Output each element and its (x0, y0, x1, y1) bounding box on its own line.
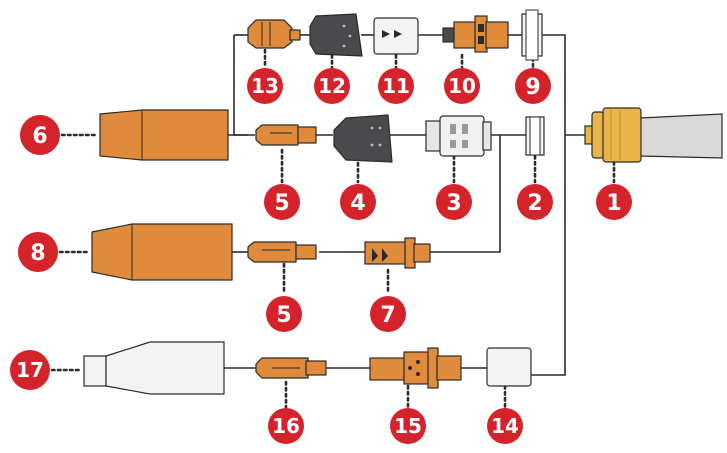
badge-15-label: 15 (394, 414, 422, 438)
badge-15: 15 (390, 408, 426, 444)
badge-2-label: 2 (527, 191, 542, 216)
badge-11-label: 11 (382, 74, 410, 98)
badge-6-label: 6 (32, 124, 47, 149)
badge-13: 13 (247, 68, 283, 104)
badge-5b-label: 5 (276, 303, 291, 328)
part-15-copper-long-holder (369, 347, 462, 389)
badge-12-label: 12 (318, 74, 346, 98)
badge-5b: 5 (266, 296, 302, 332)
badge-7: 7 (370, 296, 406, 332)
badge-2: 2 (517, 184, 553, 220)
badge-4: 4 (340, 184, 376, 220)
badge-9-label: 9 (525, 75, 540, 100)
badge-5a-label: 5 (274, 191, 289, 216)
connector-lines (224, 34, 585, 376)
part-12-black-nozzle-insert (309, 13, 363, 57)
badge-3-label: 3 (446, 191, 461, 216)
part-5-copper-contact-tip (255, 124, 317, 146)
trunk-line (531, 34, 566, 376)
part-14-white-insulating-ring (486, 347, 532, 387)
part-8-copper-nozzle-wide (91, 223, 233, 281)
part-5b-copper-contact-tip (247, 241, 317, 263)
badge-9: 9 (515, 68, 551, 104)
badge-6: 6 (20, 115, 60, 155)
badge-1-label: 1 (606, 191, 621, 216)
badges: 13 12 11 10 9 6 5 4 3 2 1 8 5 7 17 16 15… (10, 68, 632, 444)
hose (639, 113, 723, 159)
part-7-copper-tip-holder (364, 237, 431, 269)
line-r3-c (430, 135, 501, 253)
badge-4-label: 4 (350, 191, 365, 216)
badge-10-label: 10 (448, 74, 476, 98)
leader-dots (50, 48, 616, 410)
part-6-copper-nozzle (99, 109, 229, 161)
part-9-white-insulator (521, 9, 543, 61)
badge-8-label: 8 (30, 241, 45, 266)
badge-17: 17 (10, 350, 50, 390)
badge-3: 3 (436, 184, 472, 220)
badge-16: 16 (268, 408, 304, 444)
badge-8: 8 (18, 232, 58, 272)
part-13-copper-tip-small (247, 19, 301, 49)
badge-17-label: 17 (16, 358, 44, 382)
part-1-brass-connector (584, 107, 723, 163)
part-3-silver-diffuser (425, 115, 492, 157)
badge-12: 12 (314, 68, 350, 104)
badge-13-label: 13 (251, 74, 279, 98)
line-branch (233, 35, 248, 136)
badge-16-label: 16 (272, 414, 300, 438)
part-17-white-ceramic-nozzle (83, 341, 225, 395)
badge-14-label: 14 (491, 414, 519, 438)
part-10-copper-adapter (442, 15, 509, 53)
part-11-white-gas-diffuser (373, 17, 419, 55)
badge-1: 1 (596, 184, 632, 220)
part-16-copper-contact-tip-small (255, 357, 327, 379)
badge-5a: 5 (264, 184, 300, 220)
badge-11: 11 (378, 68, 414, 104)
badge-7-label: 7 (380, 303, 395, 328)
part-4-black-spray-guard (333, 114, 393, 163)
part-2-white-ring (525, 116, 545, 156)
badge-10: 10 (444, 68, 480, 104)
badge-14: 14 (487, 408, 523, 444)
